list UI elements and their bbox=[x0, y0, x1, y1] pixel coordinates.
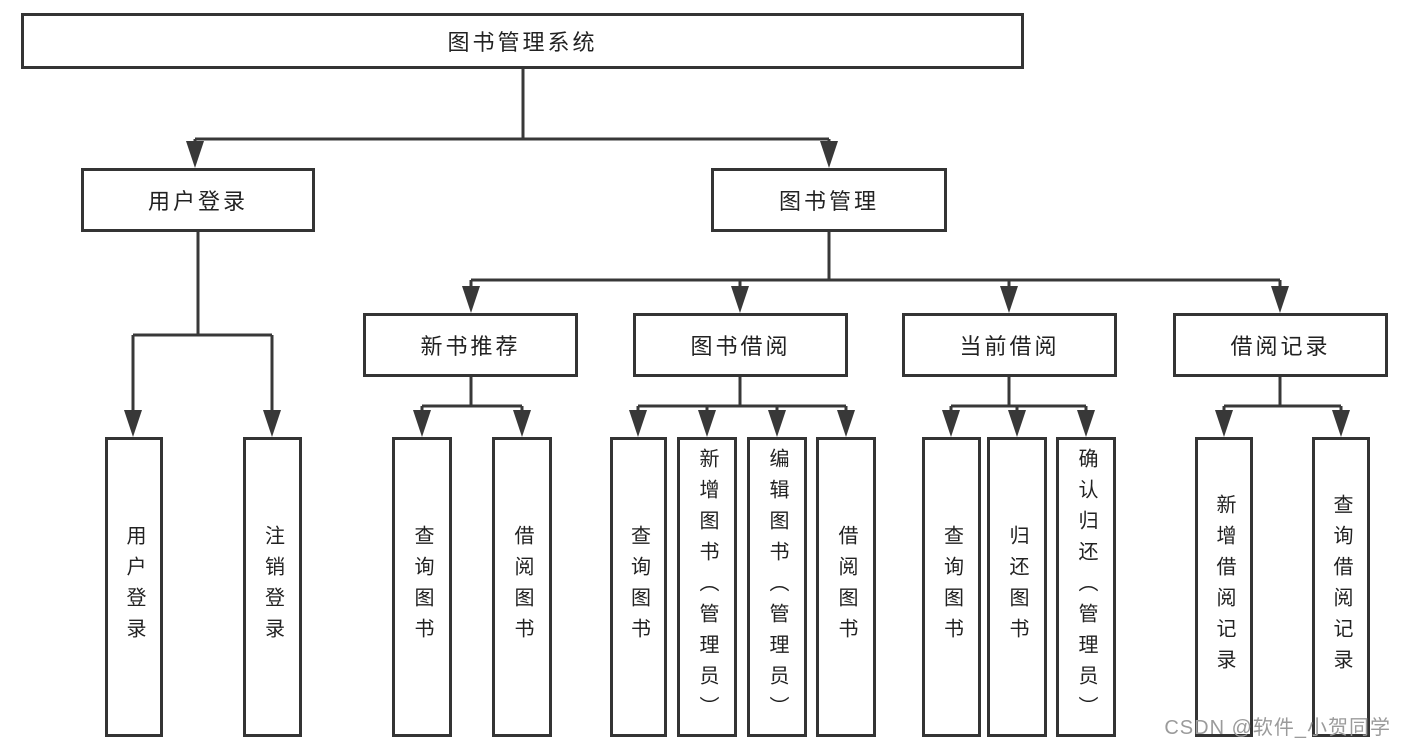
leaf-user-login: 用户登录 bbox=[105, 437, 163, 737]
arrowheads bbox=[124, 141, 1350, 437]
leaf-confirm-return-admin: 确认归还（管理员） bbox=[1056, 437, 1116, 737]
leaf-add-borrow-record: 新增借阅记录 bbox=[1195, 437, 1253, 737]
node-user-login: 用户登录 bbox=[81, 168, 315, 232]
leaf-add-book-admin: 新增图书（管理员） bbox=[677, 437, 737, 737]
node-root: 图书管理系统 bbox=[21, 13, 1024, 69]
leaf-query-borrow-record: 查询借阅记录 bbox=[1312, 437, 1370, 737]
node-book-borrowing: 图书借阅 bbox=[633, 313, 848, 377]
leaf-query-books-current: 查询图书 bbox=[922, 437, 981, 737]
node-book-management: 图书管理 bbox=[711, 168, 947, 232]
leaf-borrow-books: 借阅图书 bbox=[816, 437, 876, 737]
node-current-borrowing: 当前借阅 bbox=[902, 313, 1117, 377]
node-new-book-recommend: 新书推荐 bbox=[363, 313, 578, 377]
leaf-query-books-borrowing: 查询图书 bbox=[610, 437, 667, 737]
leaf-logout: 注销登录 bbox=[243, 437, 302, 737]
leaf-return-books: 归还图书 bbox=[987, 437, 1047, 737]
csdn-watermark: CSDN @软件_小贺同学 bbox=[1164, 717, 1391, 739]
leaf-borrow-books-recommend: 借阅图书 bbox=[492, 437, 552, 737]
leaf-query-books-recommend: 查询图书 bbox=[392, 437, 452, 737]
leaf-edit-book-admin: 编辑图书（管理员） bbox=[747, 437, 807, 737]
node-borrowing-records: 借阅记录 bbox=[1173, 313, 1388, 377]
